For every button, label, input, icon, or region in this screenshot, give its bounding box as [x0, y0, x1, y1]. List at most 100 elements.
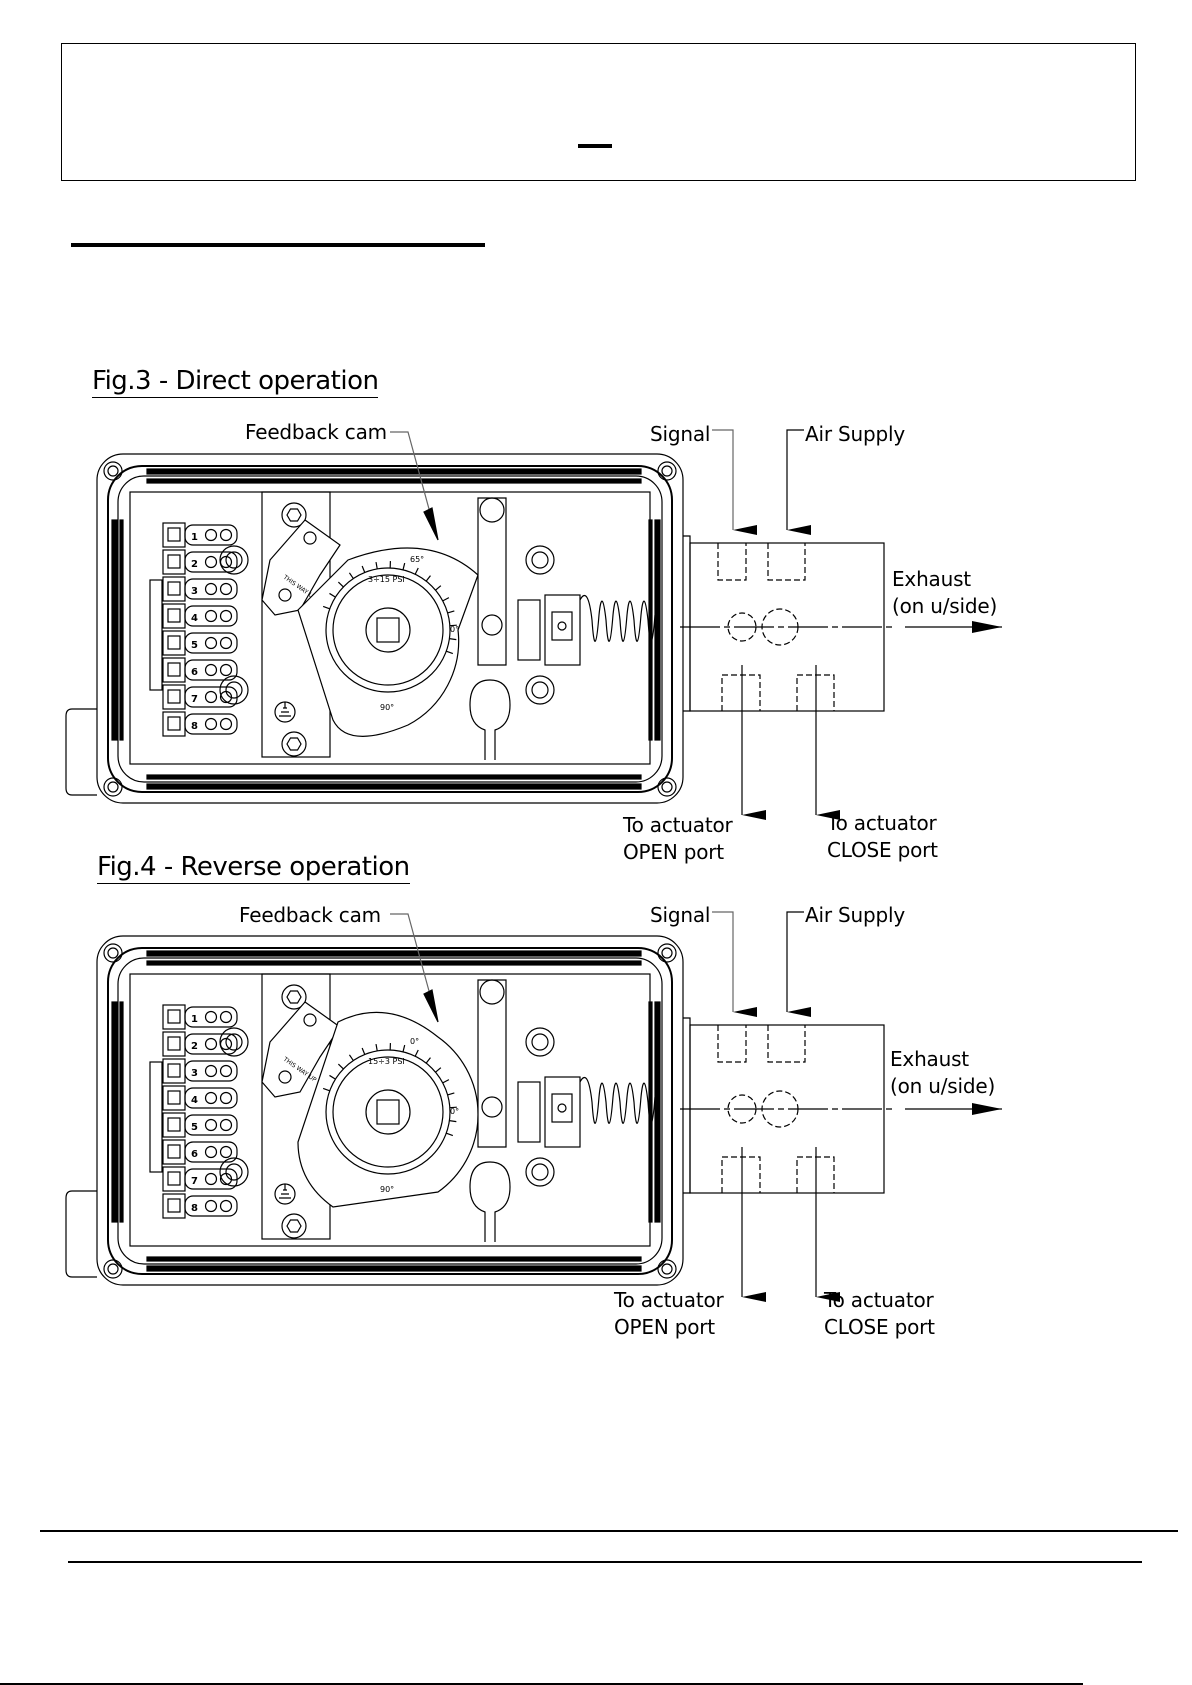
hex-bolt	[281, 1213, 307, 1239]
terminal-number: 8	[191, 721, 198, 732]
lever-roller	[481, 1096, 503, 1118]
footer-rule-top	[40, 1530, 1178, 1532]
terminal-hole	[204, 528, 218, 542]
fig3-open-port-label: To actuator	[623, 813, 733, 837]
boss	[525, 1157, 555, 1187]
terminal-clamp	[184, 1006, 238, 1028]
cam-scale-label: 90°	[380, 1185, 394, 1194]
fig3-exhaust-label: Exhaust	[892, 567, 971, 591]
terminal-clamp	[184, 1033, 238, 1055]
scale-tick	[337, 1063, 344, 1070]
hex-head	[286, 990, 302, 1004]
inner-frame	[129, 973, 651, 1247]
terminal-body	[162, 603, 186, 629]
feedback-cam-leader	[390, 913, 433, 1003]
fig3-air-supply-label: Air Supply	[805, 422, 905, 446]
bottom-rail-2	[146, 783, 642, 790]
terminal-number: 7	[191, 694, 198, 705]
terminal-hole	[219, 1199, 233, 1213]
flange	[683, 1017, 691, 1194]
terminal-carrier	[149, 1061, 163, 1173]
boss-hole	[225, 551, 243, 569]
terminal-hole	[204, 636, 218, 650]
scale-tick	[442, 597, 450, 602]
scale-tick	[425, 575, 431, 582]
terminal-hole	[219, 1091, 233, 1105]
inner-housing	[107, 947, 673, 1275]
terminal-hole	[219, 663, 233, 677]
signal-arrow	[712, 911, 757, 1017]
switch-screw	[278, 1070, 292, 1084]
fig4-exhaust-label: Exhaust	[890, 1047, 969, 1071]
boss-hole	[225, 1033, 243, 1051]
terminal-screw-slot	[167, 689, 181, 704]
port-hidden	[767, 543, 806, 581]
terminal-hole	[204, 1064, 218, 1078]
mounting-hole-inner	[661, 947, 673, 959]
mounting-hole-inner	[661, 465, 673, 477]
terminal-clamp	[184, 605, 238, 627]
terminal-clamp	[184, 1087, 238, 1109]
terminal-screw-slot	[167, 1117, 181, 1132]
mounting-hole	[657, 777, 677, 797]
terminal-number: 6	[191, 667, 198, 678]
header-dash	[578, 144, 612, 148]
terminal-screw-slot	[167, 716, 181, 731]
terminal-number: 1	[191, 1014, 198, 1025]
footer-rule-middle	[68, 1561, 1142, 1563]
terminal-screw-slot	[167, 662, 181, 677]
terminal-body	[162, 711, 186, 737]
terminal-clamp	[184, 524, 238, 546]
switch-screw	[278, 588, 292, 602]
hex-head	[286, 737, 302, 751]
terminal-body	[162, 576, 186, 602]
boss	[219, 675, 249, 705]
boss	[219, 545, 249, 575]
feedback-cam-arrowhead	[423, 989, 439, 1023]
terminal-hole	[219, 636, 233, 650]
scale-tick	[329, 592, 336, 598]
left-rail-2	[119, 519, 124, 741]
scale-tick	[375, 1043, 378, 1052]
terminal-hole	[219, 1064, 233, 1078]
hex-head	[286, 508, 302, 522]
terminal-number: 2	[191, 1041, 198, 1052]
terminal-hole	[204, 1037, 218, 1051]
scale-tick	[449, 1120, 457, 1123]
spring-block	[544, 594, 581, 666]
left-rail	[111, 1001, 118, 1223]
scale-tick	[442, 1079, 450, 1084]
terminal-body	[162, 1193, 186, 1219]
terminal-screw-slot	[167, 1090, 181, 1105]
earth-symbol-icon	[279, 702, 291, 717]
hex-head	[286, 1219, 302, 1233]
terminal-hole	[204, 1118, 218, 1132]
terminal-number: 3	[191, 586, 198, 597]
inner-housing	[107, 465, 673, 793]
right-rail	[654, 1001, 661, 1223]
air-supply-arrow	[786, 429, 811, 535]
flange	[683, 535, 691, 712]
terminal-clamp	[184, 1060, 238, 1082]
terminal-number: 5	[191, 1122, 198, 1133]
fig4-close-port-label2: CLOSE port	[824, 1315, 935, 1339]
scale-tick	[361, 1047, 366, 1055]
boss-hole	[531, 1163, 549, 1181]
cam-scale-label: 15÷3 PSI	[368, 1057, 405, 1066]
terminal-hole	[204, 1010, 218, 1024]
mounting-hole	[657, 943, 677, 963]
fig4-signal-label: Signal	[650, 903, 711, 927]
section-heading-rule	[71, 243, 485, 247]
scale-tick	[402, 1044, 406, 1052]
left-rail	[111, 519, 118, 741]
scale-tick	[329, 1074, 336, 1080]
shaft-square	[376, 1099, 400, 1125]
footer-rule-bottom	[0, 1683, 1083, 1685]
boss-hole	[531, 1033, 549, 1051]
spring-nut	[517, 599, 541, 661]
port-hidden	[767, 1025, 806, 1063]
